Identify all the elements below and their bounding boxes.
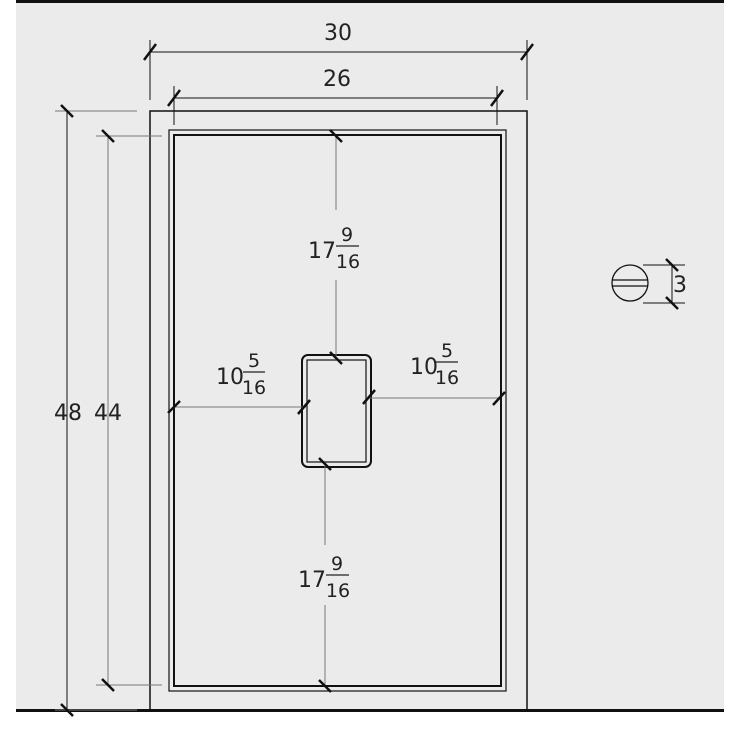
drawing-background [16, 0, 724, 712]
svg-text:16: 16 [242, 377, 266, 399]
left-offset-label: 10 5 16 [216, 350, 266, 399]
outer-pan-outline [149, 110, 528, 711]
inner-height-label: 44 [94, 401, 122, 426]
svg-text:10: 10 [216, 365, 244, 390]
svg-text:10: 10 [410, 355, 438, 380]
drain-symbol-icon [611, 258, 685, 310]
dim-outer-width [143, 40, 534, 100]
inner-width-label: 26 [323, 67, 351, 92]
svg-text:5: 5 [248, 350, 260, 372]
inner-pan-outline-inner [173, 134, 502, 687]
dim-outer-height [55, 104, 137, 717]
dim-bottom-offset [318, 457, 332, 693]
svg-text:16: 16 [336, 251, 360, 273]
outer-width-label: 30 [324, 21, 352, 46]
svg-text:16: 16 [326, 580, 350, 602]
bottom-offset-label: 17 9 16 [298, 553, 350, 602]
top-offset-label: 17 9 16 [308, 224, 360, 273]
svg-text:9: 9 [331, 553, 343, 575]
svg-text:9: 9 [341, 224, 353, 246]
dim-inner-height [96, 129, 162, 692]
right-offset-label: 10 5 16 [410, 340, 459, 389]
dim-top-offset [329, 129, 343, 365]
dim-inner-width [167, 86, 504, 125]
outer-height-label: 48 [54, 401, 82, 426]
drain-diameter-label: 3 [673, 273, 687, 298]
dim-right-offset [362, 389, 506, 406]
top-border [16, 0, 724, 3]
svg-text:17: 17 [308, 239, 336, 264]
svg-text:17: 17 [298, 568, 326, 593]
svg-text:5: 5 [441, 340, 453, 362]
dim-left-offset [167, 399, 311, 415]
svg-text:16: 16 [435, 367, 459, 389]
